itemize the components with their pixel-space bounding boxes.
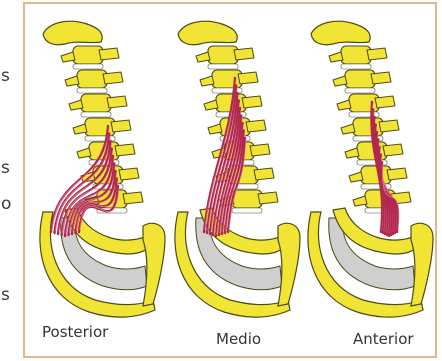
vertebra-body [212, 70, 242, 88]
skull-base-fragment [311, 21, 370, 44]
caption-medio: Medio [216, 330, 261, 348]
posterior-process [329, 52, 343, 62]
panel-anterior [308, 21, 433, 317]
transverse-process [123, 192, 143, 204]
posterior-process [69, 100, 83, 110]
posterior-process [349, 172, 363, 182]
posterior-process [337, 100, 351, 110]
sternum-fragment [143, 223, 165, 306]
figure-frame: Posterior Medio Anterior [23, 2, 437, 358]
intervertebral-disc [345, 88, 375, 93]
intervertebral-disc [81, 112, 111, 117]
vertebra-body [349, 94, 379, 112]
vertebra-body [361, 166, 391, 184]
posterior-process [345, 148, 359, 158]
edge-text-fragment: s [1, 158, 10, 178]
edge-text-fragment: s [1, 285, 10, 305]
sternum-fragment [411, 223, 433, 306]
panel-medio [175, 21, 300, 317]
skull-base-fragment [178, 21, 237, 44]
posterior-process [200, 76, 214, 86]
intervertebral-disc [77, 88, 107, 93]
transverse-process [111, 120, 131, 132]
transverse-process [387, 168, 407, 180]
caption-posterior: Posterior [42, 323, 108, 341]
transverse-process [383, 144, 403, 156]
posterior-process [353, 196, 367, 206]
posterior-process [77, 148, 91, 158]
transverse-process [246, 120, 266, 132]
transverse-process [254, 168, 274, 180]
vertebra-body [345, 70, 375, 88]
posterior-process [208, 124, 222, 134]
transverse-process [250, 144, 270, 156]
transverse-process [375, 96, 395, 108]
vertebra-body [85, 118, 115, 136]
intervertebral-disc [232, 208, 262, 213]
skull-base-fragment [43, 21, 102, 44]
vertebra-body [341, 46, 371, 64]
intervertebral-disc [73, 64, 103, 69]
posterior-process [341, 124, 355, 134]
transverse-process [115, 144, 135, 156]
edge-text-fragment: o [1, 194, 11, 214]
transverse-process [258, 192, 278, 204]
transverse-process [238, 72, 258, 84]
vertebra-body [208, 46, 238, 64]
posterior-process [196, 52, 210, 62]
posterior-process [61, 52, 75, 62]
transverse-process [99, 48, 119, 60]
vertebra-body [357, 142, 387, 160]
intervertebral-disc [208, 64, 238, 69]
vertebra-body [73, 46, 103, 64]
transverse-process [379, 120, 399, 132]
transverse-process [107, 96, 127, 108]
transverse-process [242, 96, 262, 108]
transverse-process [367, 48, 387, 60]
transverse-process [371, 72, 391, 84]
vertebra-body [81, 94, 111, 112]
posterior-process [73, 124, 87, 134]
intervertebral-disc [341, 64, 371, 69]
posterior-process [65, 76, 79, 86]
sternum-fragment [278, 223, 300, 306]
vertebra-body [232, 190, 262, 208]
posterior-process [204, 100, 218, 110]
transverse-process [119, 168, 139, 180]
vertebra-body [353, 118, 383, 136]
panel-posterior [40, 21, 165, 317]
caption-anterior: Anterior [353, 330, 414, 348]
vertebra-body [77, 70, 107, 88]
edge-text-fragment: s [1, 66, 10, 86]
posterior-process [333, 76, 347, 86]
transverse-process [234, 48, 254, 60]
transverse-process [103, 72, 123, 84]
scalene-muscles-illustration [25, 4, 435, 356]
